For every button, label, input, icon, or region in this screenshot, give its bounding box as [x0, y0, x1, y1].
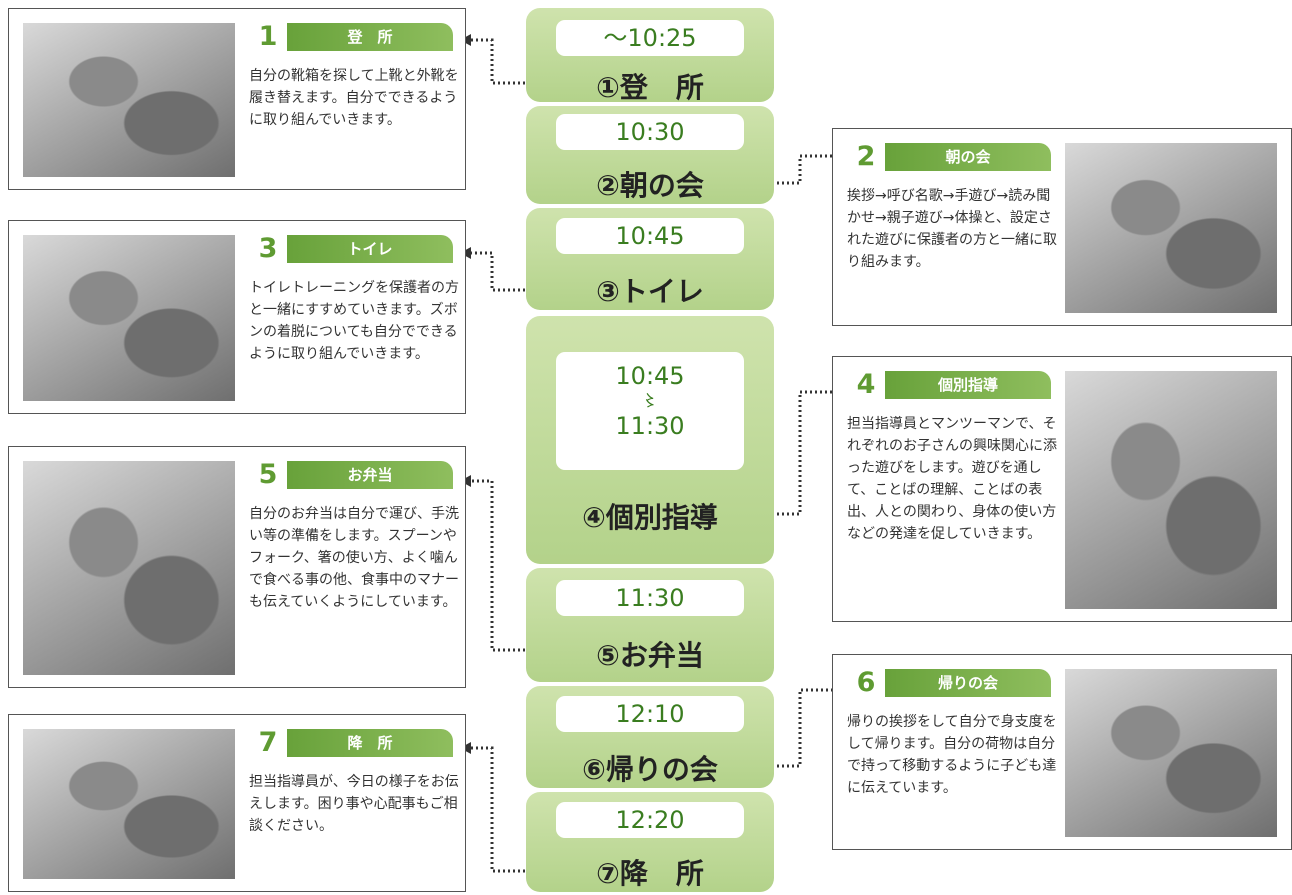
activity-label: ②朝の会 [596, 169, 704, 202]
schedule-block-1: ～10:25 ①登 所 [526, 8, 774, 102]
card-individual-guidance: 4 個別指導 担当指導員とマンツーマンで、それぞれのお子さんの興味関心に添った遊… [832, 356, 1292, 622]
card-toilet: 3 トイレ トイレトレーニングを保護者の方と一緒にすすめていきます。ズボンの着脱… [8, 220, 466, 414]
photo-shoe-change [23, 23, 235, 177]
time-pill: ～10:25 [556, 20, 744, 56]
activity-label: ⑥帰りの会 [582, 753, 718, 786]
photo-high-five [1065, 669, 1277, 837]
card-title: お弁当 [347, 466, 393, 484]
schedule-block-6: 12:10 ⑥帰りの会 [526, 686, 774, 788]
photo-departure [23, 729, 235, 879]
card-number: 1 [249, 23, 287, 51]
card-description: 自分のお弁当は自分で運び、手洗い等の準備をします。スプーンやフォーク、箸の使い方… [249, 506, 459, 610]
card-closing-meeting: 6 帰りの会 帰りの挨拶をして自分で身支度をして帰ります。自分の荷物は自分で持っ… [832, 654, 1292, 850]
activity-label: ④個別指導 [582, 501, 718, 534]
time-end: 11:30 [615, 412, 685, 440]
card-number: 3 [249, 235, 287, 263]
time-pill: 12:10 [556, 696, 744, 732]
card-title: 帰りの会 [937, 674, 998, 692]
time-pill: 10:45 [556, 218, 744, 254]
schedule-block-3: 10:45 ③トイレ [526, 208, 774, 310]
activity-label: ①登 所 [596, 71, 704, 102]
photo-individual-play [1065, 371, 1277, 609]
card-description: トイレトレーニングを保護者の方と一緒にすすめていきます。ズボンの着脱についても自… [249, 280, 459, 362]
schedule-block-5: 11:30 ⑤お弁当 [526, 568, 774, 682]
schedule-block-4: 10:45 〻 11:30 ④個別指導 [526, 316, 774, 564]
card-label: 4 個別指導 [847, 371, 1051, 399]
card-label: 2 朝の会 [847, 143, 1051, 171]
time-range-pill: 10:45 〻 11:30 [556, 352, 744, 470]
card-arrival: 1 登 所 自分の靴箱を探して上靴と外靴を履き替えます。自分でできるように取り組… [8, 8, 466, 190]
card-morning-meeting: 2 朝の会 挨拶→呼び名歌→手遊び→読み聞かせ→親子遊び→体操と、設定された遊び… [832, 128, 1292, 326]
card-label: 1 登 所 [249, 23, 453, 51]
photo-lunch [23, 461, 235, 675]
card-description: 担当指導員が、今日の様子をお伝えします。困り事や心配事もご相談ください。 [249, 774, 459, 834]
activity-label: ⑤お弁当 [596, 639, 704, 672]
card-number: 4 [847, 371, 885, 399]
card-number: 7 [249, 729, 287, 757]
time-start: 10:45 [615, 362, 685, 390]
card-departure: 7 降 所 担当指導員が、今日の様子をお伝えします。困り事や心配事もご相談くださ… [8, 714, 466, 892]
time-pill: 10:30 [556, 114, 744, 150]
card-label: 3 トイレ [249, 235, 453, 263]
card-label: 7 降 所 [249, 729, 453, 757]
card-description: 自分の靴箱を探して上靴と外靴を履き替えます。自分でできるように取り組んでいきます… [249, 68, 459, 128]
time-separator: 〻 [641, 391, 658, 410]
card-title: 朝の会 [945, 148, 991, 166]
photo-morning-meeting [1065, 143, 1277, 313]
card-number: 2 [847, 143, 885, 171]
card-label: 5 お弁当 [249, 461, 453, 489]
schedule-block-2: 10:30 ②朝の会 [526, 106, 774, 204]
card-title: 登 所 [347, 28, 393, 46]
card-description: 帰りの挨拶をして自分で身支度をして帰ります。自分の荷物は自分で持って移動するよう… [847, 714, 1057, 796]
schedule-block-7: 12:20 ⑦降 所 [526, 792, 774, 892]
card-description: 担当指導員とマンツーマンで、それぞれのお子さんの興味関心に添った遊びをします。遊… [847, 416, 1057, 542]
card-number: 5 [249, 461, 287, 489]
card-lunch: 5 お弁当 自分のお弁当は自分で運び、手洗い等の準備をします。スプーンやフォーク… [8, 446, 466, 688]
time-pill: 12:20 [556, 802, 744, 838]
card-label: 6 帰りの会 [847, 669, 1051, 697]
photo-handwashing [23, 235, 235, 401]
card-description: 挨拶→呼び名歌→手遊び→読み聞かせ→親子遊び→体操と、設定された遊びに保護者の方… [847, 188, 1057, 270]
card-title: 降 所 [347, 734, 393, 752]
time-pill: 11:30 [556, 580, 744, 616]
card-title: トイレ [347, 240, 393, 258]
activity-label: ⑦降 所 [596, 857, 704, 890]
activity-label: ③トイレ [596, 275, 704, 308]
card-title: 個別指導 [937, 376, 998, 394]
card-number: 6 [847, 669, 885, 697]
